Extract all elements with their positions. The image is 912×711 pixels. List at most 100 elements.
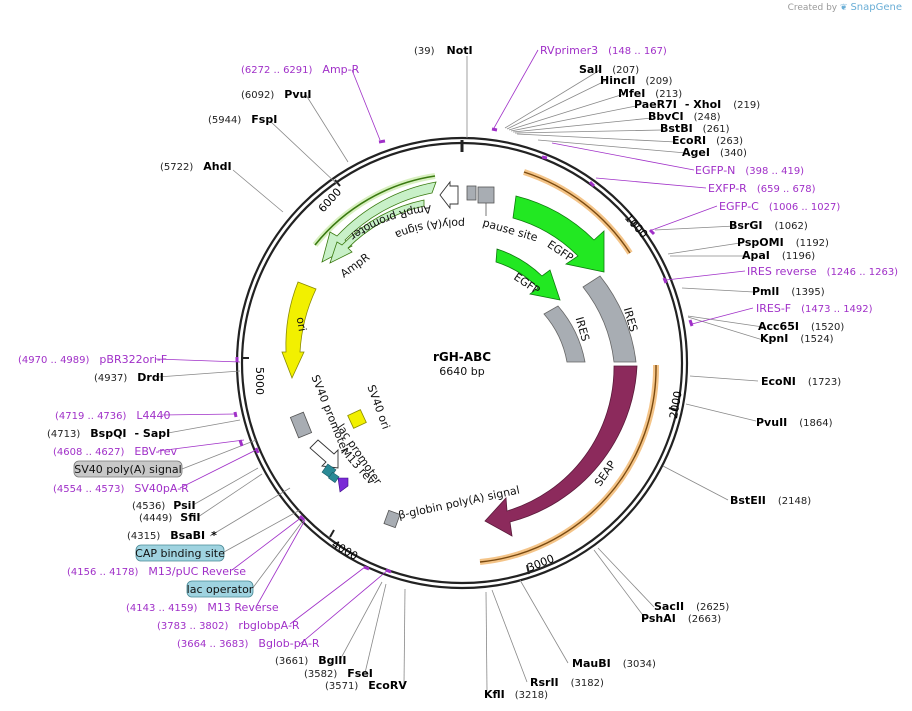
site-label-hincii[interactable]: HincII(209) <box>600 74 673 87</box>
primer-label-sv40pa-r[interactable]: (4554 .. 4573)SV40pA-R <box>53 482 189 495</box>
cap-binding-site-box[interactable] <box>135 544 225 562</box>
site-label-bbvci[interactable]: BbvCI(248) <box>648 110 721 123</box>
site-label-sacii[interactable]: SacII(2625) <box>654 600 729 613</box>
plasmid-name: rGH-ABC <box>433 350 491 364</box>
ampr-promoter-feature <box>439 180 459 210</box>
tick-label-3000: 3000 <box>525 552 556 575</box>
site-label-drdi[interactable]: (4937)DrdI <box>94 371 164 384</box>
beta-globin-feature <box>383 509 401 529</box>
primer-label-ires-reverse[interactable]: IRES reverse(1246 .. 1263) <box>747 265 898 278</box>
lac-promoter-feature <box>309 439 339 469</box>
primer-labels: RVprimer3(148 .. 167) EGFP-N(398 .. 419)… <box>18 44 898 650</box>
pause-site-block-b <box>477 186 495 204</box>
site-label-pvuii[interactable]: PvuII(1864) <box>756 416 833 429</box>
primer-label-rbglobpa-r[interactable]: (3783 .. 3802)rbglobpA-R <box>157 619 300 632</box>
site-label-maubi[interactable]: MauBI(3034) <box>572 657 656 670</box>
site-leaders <box>157 56 764 691</box>
created-by-text: Created by <box>787 3 838 13</box>
site-labels: (39)NotI SalI(207) HincII(209) MfeI(213)… <box>47 44 844 701</box>
primer-label-ebv-rev[interactable]: (4608 .. 4627)EBV-rev <box>53 445 177 458</box>
tick-4000 <box>329 529 335 538</box>
feature-leaders <box>181 439 306 590</box>
site-label-ecorv[interactable]: (3571)EcoRV <box>325 679 407 692</box>
site-label-pmli[interactable]: PmlI(1395) <box>752 285 825 298</box>
site-label-acc65i[interactable]: Acc65I(1520) <box>758 320 844 333</box>
site-label-bstbi[interactable]: BstBI(261) <box>660 122 730 135</box>
site-label-psii[interactable]: (4536)PsiI <box>132 499 196 512</box>
primer-label-rvprimer3[interactable]: RVprimer3(148 .. 167) <box>540 44 667 57</box>
primer-leaders <box>155 49 754 645</box>
m13-rev-mark <box>337 477 349 493</box>
primer-label-m13-reverse[interactable]: (4143 .. 4159)M13 Reverse <box>126 601 279 614</box>
site-label-rsrii[interactable]: RsrII(3182) <box>530 676 604 689</box>
ori-label: ori <box>294 316 309 332</box>
tick-6000 <box>334 179 341 187</box>
orf-seap-line <box>479 364 657 563</box>
primer-label-l4440[interactable]: (4719 .. 4736)L4440 <box>55 409 171 422</box>
orf-arcs <box>312 169 660 565</box>
site-label-mfei[interactable]: MfeI(213) <box>618 87 682 100</box>
site-label-sfii[interactable]: (4449)SfiI <box>139 511 200 524</box>
primer-label-pbr322ori-f[interactable]: (4970 .. 4989)pBR322ori-F <box>18 353 167 366</box>
tick-label-5000: 5000 <box>253 367 266 395</box>
plasmid-size: 6640 bp <box>439 365 484 378</box>
site-label-kfli[interactable]: KflI(3218) <box>484 688 548 701</box>
primer-label-ires-f[interactable]: IRES-F(1473 .. 1492) <box>756 302 873 315</box>
site-label-ecori[interactable]: EcoRI(263) <box>672 134 743 147</box>
ori-feature <box>281 281 317 380</box>
site-label-paer7i[interactable]: PaeR7I- XhoI(219) <box>634 98 760 111</box>
ires-inner-feature <box>543 305 586 363</box>
site-label-apai[interactable]: ApaI(1196) <box>742 249 815 262</box>
site-label-pvui[interactable]: (6092)PvuI <box>241 88 311 101</box>
egfp-outer-feature <box>512 195 605 273</box>
primer-label-m13-puc-reverse[interactable]: (4156 .. 4178)M13/pUC Reverse <box>67 565 246 578</box>
site-label-fspi[interactable]: (5944)FspI <box>208 113 277 126</box>
primer-label-egfp-n[interactable]: EGFP-N(398 .. 419) <box>695 164 804 177</box>
site-label-bglii[interactable]: (3661)BglII <box>275 654 346 667</box>
lac-operator-text: lac operator <box>187 583 254 596</box>
primer-label-bglob-pa-r[interactable]: (3664 .. 3683)Bglob-pA-R <box>177 637 320 650</box>
brand-name: SnapGene <box>850 2 902 13</box>
sv40-ori-feature <box>347 409 367 429</box>
site-label-sali[interactable]: SalI(207) <box>579 63 639 76</box>
site-label-pspomi[interactable]: PspOMI(1192) <box>737 236 829 249</box>
site-label-bsteii[interactable]: BstEII(2148) <box>730 494 811 507</box>
primer-label-exfp-r[interactable]: EXFP-R(659 .. 678) <box>708 182 816 195</box>
site-label-fsei[interactable]: (3582)FseI <box>304 667 373 680</box>
site-label-bsrgi[interactable]: BsrGI(1062) <box>729 219 808 232</box>
site-label-ahdi[interactable]: (5722)AhdI <box>160 160 232 173</box>
tick-label-6000: 6000 <box>316 186 344 216</box>
egfp-inner-feature <box>495 248 561 301</box>
tick-label-4000: 4000 <box>329 538 360 563</box>
orf-ampr-line <box>314 175 436 246</box>
sv40-promoter-feature <box>289 411 313 439</box>
sv40-polya-box[interactable] <box>73 460 183 478</box>
pause-site-block-a <box>466 185 477 201</box>
site-label-pshai[interactable]: PshAI(2663) <box>641 612 721 625</box>
site-label-noti[interactable]: (39)NotI <box>414 44 473 57</box>
site-label-bsabi[interactable]: (4315)BsaBI* <box>127 529 217 542</box>
site-label-bspqi[interactable]: (4713)BspQI- SapI <box>47 427 170 440</box>
primer-label-amp-r[interactable]: (6272 .. 6291)Amp-R <box>241 63 360 76</box>
snapgene-logo-icon: ❦ <box>840 3 848 13</box>
cap-binding-site-text: CAP binding site <box>135 547 225 560</box>
site-label-agei[interactable]: AgeI(340) <box>682 146 747 159</box>
cap-site-mark <box>328 471 340 483</box>
tick-label-2000: 2000 <box>667 390 685 420</box>
sv40-ori-label: SV40 ori <box>364 383 392 431</box>
ires-outer-feature <box>582 275 637 363</box>
ampr-arrow <box>329 199 425 264</box>
sv40-polya-text: SV40 poly(A) signal <box>74 463 181 476</box>
backbone <box>235 136 689 590</box>
tick-1000 <box>630 220 638 227</box>
created-by-snapgene: Created by ❦ SnapGene <box>788 2 902 13</box>
tick-label-1000: 1000 <box>622 211 650 241</box>
orf-egfp-line <box>523 171 631 254</box>
site-label-kpni[interactable]: KpnI(1524) <box>760 332 834 345</box>
primer-label-egfp-c[interactable]: EGFP-C(1006 .. 1027) <box>719 200 840 213</box>
site-label-econi[interactable]: EcoNI(1723) <box>761 375 841 388</box>
lac-operator-box[interactable] <box>186 580 254 598</box>
primer-marks <box>233 127 694 574</box>
tick-3000 <box>526 564 530 575</box>
